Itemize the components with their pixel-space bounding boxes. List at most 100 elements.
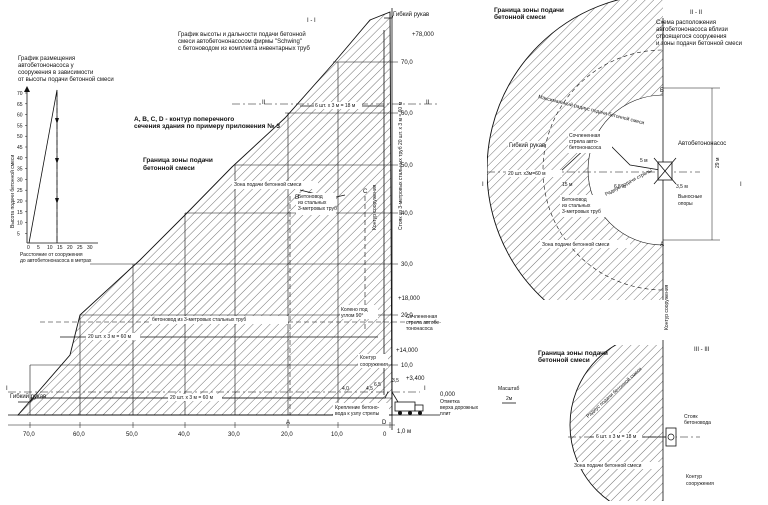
section-3-label: III - III xyxy=(694,347,710,353)
structure-contour-s1: Контур сооружения xyxy=(372,185,378,230)
dim-29m: 29 м xyxy=(715,157,721,168)
bottom-axis-tick: 20,0 xyxy=(281,432,293,438)
section-2-label: II - II xyxy=(690,10,702,16)
boom-s2-1: Сочлененная xyxy=(569,133,600,139)
section-2: II - II Граница зоны подачи бетонной сме… xyxy=(482,0,742,330)
riser-note-1: Бетоновод xyxy=(298,194,323,200)
pipes-note-s2-3: 3-метровых труб xyxy=(562,209,601,215)
riser-note-2: из стальных xyxy=(298,200,327,206)
pipes-s2: 20 шт. х3м=60 м xyxy=(508,171,546,177)
cut-mark-ii-left: II xyxy=(262,100,266,106)
bottom-axis-tick: 10,0 xyxy=(331,432,343,438)
bottom-axis-tick: 50,0 xyxy=(126,432,138,438)
fastening-1: Крепление бетоно- xyxy=(335,405,380,411)
right-axis-tick: 20,0 xyxy=(401,313,413,319)
scale-block: Масштаб 2м xyxy=(498,386,520,404)
right-axis-tick: 70,0 xyxy=(401,60,413,66)
elbow-bg xyxy=(340,305,378,319)
top-pipes: 6 шт. х 3 м = 18 м xyxy=(315,103,356,109)
dim-3-5m: 3,5 м xyxy=(676,184,688,190)
ground-mark-1: Отметка xyxy=(440,399,460,405)
bottom-axis-tick: 30,0 xyxy=(228,432,240,438)
placement-x-tick: 10 xyxy=(47,245,53,251)
structure-contour-2-1: Контур xyxy=(360,355,376,361)
boom-2: стрела автобе- xyxy=(406,320,441,326)
placement-curve xyxy=(28,89,58,244)
placement-y-tick: 20 xyxy=(17,199,23,205)
riser-circle xyxy=(667,433,675,441)
dim-4-0: 4,0 xyxy=(342,386,349,392)
mid-pipes: 20 шт. х 3 м = 60 м xyxy=(88,334,132,340)
cut-i-right-s2: I xyxy=(740,182,742,188)
ground-mark-2: верха дорожных xyxy=(440,405,479,411)
concrete-pump-truck xyxy=(391,391,424,415)
zone-boundary-1: Граница зоны подачи xyxy=(143,157,213,164)
placement-xlabel-1: Расстояние от сооружения xyxy=(20,252,83,258)
pipes-note-s2-2: из стальных xyxy=(562,203,591,209)
placement-y-tick: 40 xyxy=(17,156,23,162)
fastening-bg xyxy=(333,403,389,417)
dim-6-5: 6,5 xyxy=(374,382,381,388)
concrete-line-bg xyxy=(150,316,288,324)
bottom-axis-tick: 70,0 xyxy=(23,432,35,438)
boom-3: тононасоса xyxy=(406,326,433,332)
outrigger-2 xyxy=(653,157,677,185)
placement-chart-title-1: График размещения xyxy=(18,56,75,62)
right-axis-tick: 30,0 xyxy=(401,262,413,268)
zone-boundary-2: бетонной смеси xyxy=(143,164,195,172)
pipes-note-s2-1: Бетоновод xyxy=(562,197,587,203)
placement-y-tick: 25 xyxy=(17,188,23,194)
boom-s2-3: бетононасоса xyxy=(569,145,601,151)
placement-y-tick: 65 xyxy=(17,102,23,108)
dim-15: 15 м xyxy=(562,182,573,188)
elbow-1: Колено под xyxy=(341,307,368,313)
structure-contour-s3-2: сооружения xyxy=(686,481,714,487)
pipeline-horizontal-low xyxy=(18,391,389,403)
right-axis-tick: 40,0 xyxy=(401,211,413,217)
dim-3-5: 3,5 xyxy=(392,378,399,384)
layout-title-4: и зоны подачи бетонной смеси xyxy=(656,40,742,47)
placement-y-tick: 30 xyxy=(17,177,23,183)
placement-ylabel: Высота подачи бетонной смеси xyxy=(9,155,16,228)
placement-y-tick: 55 xyxy=(17,123,23,129)
zone-boundary-s3-1: Граница зоны подачи xyxy=(538,350,608,357)
elev-0: 0,000 xyxy=(440,392,456,398)
structure-contour-2-bg xyxy=(358,354,388,368)
contour-note-1: A, B, C, D - контур поперечного xyxy=(134,116,234,123)
vertical-riser-label: Стояк из 3-метровых стальных труб 20 шт.… xyxy=(398,101,404,230)
supports-1: Выносные xyxy=(678,194,702,200)
flex-hose-s2-bg xyxy=(508,141,542,149)
contour-note-2: сечения здания по примеру приложения № 3 xyxy=(134,123,280,130)
placement-xlabel-2: до автобетононасоса в метрах xyxy=(20,258,92,264)
riser-plan xyxy=(665,427,677,447)
placement-y-tick: 60 xyxy=(17,113,23,119)
placement-chart-title-4: от высоты подачи бетонной смеси xyxy=(18,76,114,83)
placement-x-tick: 30 xyxy=(87,245,93,251)
zone-boundary-s2-1: Граница зоны подачи xyxy=(494,7,564,14)
placement-y-tick: 15 xyxy=(17,210,23,216)
placement-x-tick: 0 xyxy=(27,245,30,251)
bottom-axis-tick: 60,0 xyxy=(73,432,85,438)
dim-6-5m: 6,5 м xyxy=(614,184,626,190)
elev-18: +18,000 xyxy=(398,296,421,302)
boom-s2-2: стрела авто- xyxy=(569,139,599,145)
placement-y-tick: 70 xyxy=(17,91,23,97)
pipes-s2-bg xyxy=(506,170,562,177)
riser-note-3: 3-метровых труб xyxy=(298,206,337,212)
elbow-2: углом 90° xyxy=(341,313,363,319)
zone-boundary-s2-2: бетонной смеси xyxy=(494,13,546,21)
placement-y-tick: 35 xyxy=(17,167,23,173)
zone-boundary-s3-2: бетонной смеси xyxy=(538,356,590,364)
placement-y-arrow xyxy=(24,86,30,92)
mid-pipes-bg xyxy=(86,333,140,340)
cut-mark-ii-right: II xyxy=(426,100,430,106)
low-pipes: 20 шт. х 3 м = 60 м xyxy=(170,395,214,401)
zone-feed-s1: Зона подачи бетонной смеси xyxy=(234,181,302,188)
pipes-note-s2-bg xyxy=(560,195,610,217)
